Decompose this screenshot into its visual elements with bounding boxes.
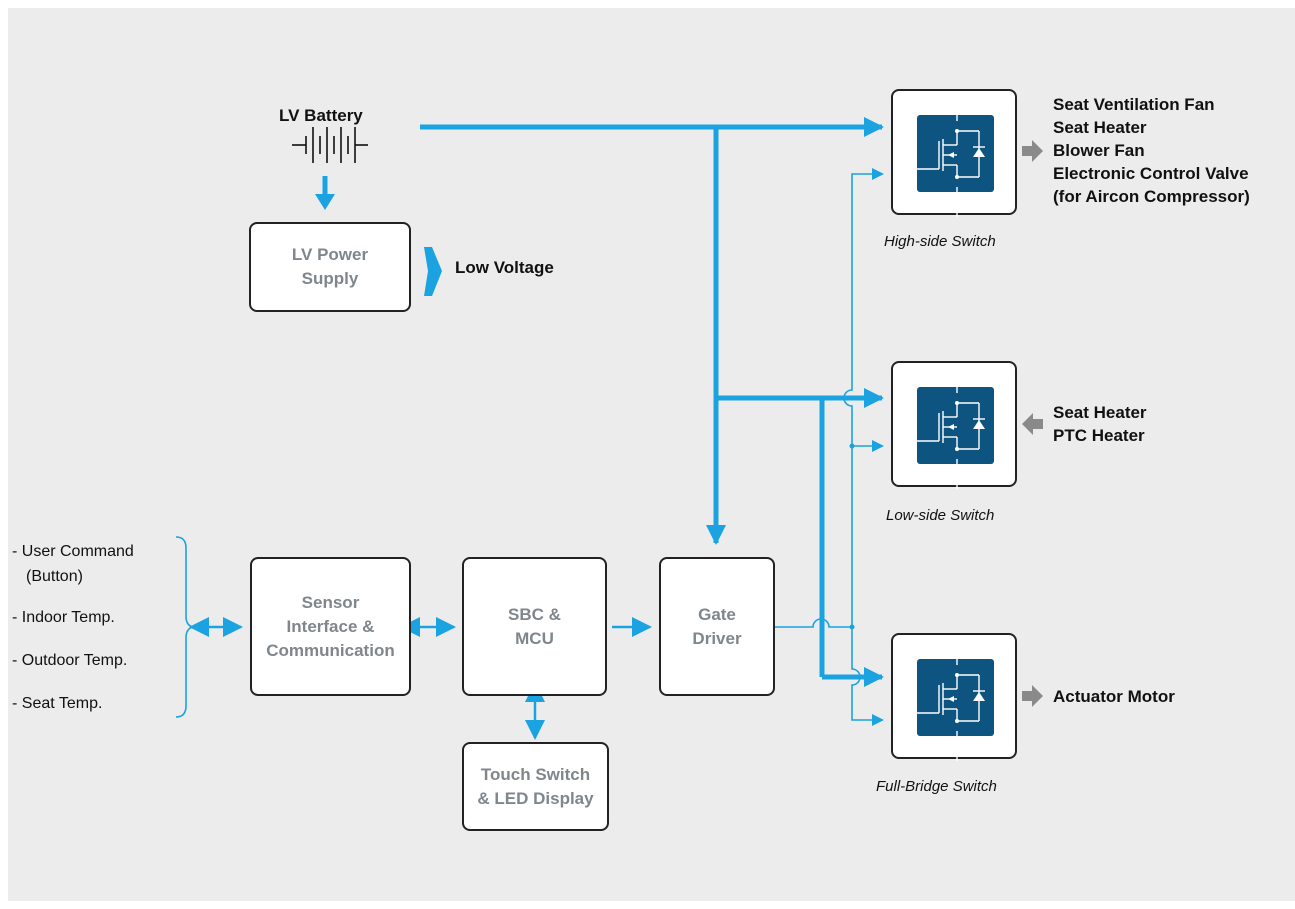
full-bridge-caption: Full-Bridge Switch (876, 778, 997, 795)
full-bridge-loads: Actuator Motor (1053, 687, 1175, 706)
input-user-command: - User Command (12, 543, 134, 560)
mosfet-symbol (905, 363, 985, 489)
input-brace (175, 536, 196, 718)
diagram-panel (8, 8, 1295, 901)
low-voltage-label: Low Voltage (455, 258, 554, 277)
gray-arrow-icon (1022, 413, 1043, 435)
sensor-interface-block: Sensor Interface & Communication (250, 557, 411, 696)
down-arrow-icon (315, 194, 335, 210)
battery-icon (292, 127, 368, 163)
full-bridge-switch (891, 633, 1017, 761)
mosfet-symbol (905, 91, 985, 217)
low-side-loads: Seat Heater PTC Heater (1053, 403, 1147, 445)
mosfet-symbol (905, 635, 985, 761)
input-seat-temp: - Seat Temp. (12, 695, 103, 712)
touch-switch-block: Touch Switch & LED Display (462, 742, 609, 831)
high-side-caption: High-side Switch (884, 233, 996, 250)
high-side-switch (891, 89, 1017, 217)
low-side-caption: Low-side Switch (886, 507, 995, 524)
gray-arrow-icon (1022, 140, 1043, 162)
sbc-mcu-block: SBC & MCU (462, 557, 607, 696)
lv-power-supply-block: LV Power Supply (249, 222, 411, 312)
low-side-switch (891, 361, 1017, 489)
gate-driver-block: Gate Driver (659, 557, 775, 696)
battery-label: LV Battery (279, 106, 363, 125)
gray-arrow-icon (1022, 685, 1043, 707)
output-arrow-icon (424, 247, 442, 296)
high-side-loads: Seat Ventilation Fan Seat Heater Blower … (1053, 95, 1250, 206)
input-outdoor-temp: - Outdoor Temp. (12, 652, 128, 669)
input-indoor-temp: - Indoor Temp. (12, 609, 115, 626)
input-button-note: (Button) (26, 568, 83, 585)
